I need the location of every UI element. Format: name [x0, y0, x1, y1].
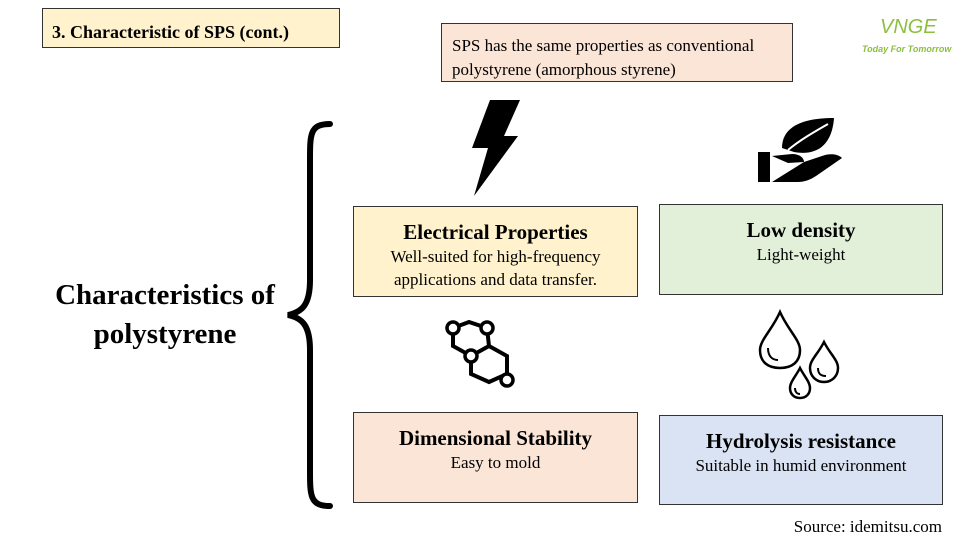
slide-title: 3. Characteristic of SPS (cont.): [52, 22, 289, 42]
vnge-logo: VNGE Today For Tomorrow: [858, 14, 952, 58]
card-description: Well-suited for high-frequency applicati…: [390, 247, 601, 289]
card-description: Light-weight: [756, 245, 846, 264]
title-box: [42, 8, 340, 48]
logo-tagline: Today For Tomorrow: [862, 44, 952, 54]
card-title: Low density: [746, 218, 856, 242]
card-dimensional-stability: Dimensional Stability Easy to mold: [353, 412, 638, 503]
lightning-icon: [472, 100, 520, 196]
main-label: Characteristics of polystyrene: [55, 279, 275, 350]
card-electrical-properties: Electrical Properties Well-suited for hi…: [353, 206, 638, 297]
card-title: Electrical Properties: [403, 220, 588, 244]
card-title: Hydrolysis resistance: [706, 429, 896, 453]
card-description: Suitable in humid environment: [695, 456, 907, 475]
card-description: Easy to mold: [450, 453, 541, 472]
card-low-density: Low density Light-weight: [659, 204, 943, 295]
curly-brace-icon: [287, 121, 333, 509]
logo-mark: VNGE: [880, 16, 937, 38]
note-box: SPS has the same properties as conventio…: [441, 23, 793, 82]
hand-leaf-icon: [758, 118, 842, 182]
card-title: Dimensional Stability: [398, 426, 593, 450]
molecule-icon: [445, 319, 515, 388]
card-hydrolysis-resistance: Hydrolysis resistance Suitable in humid …: [659, 415, 943, 505]
water-drops-icon: [758, 308, 840, 400]
source-citation: Source: idemitsu.com: [793, 517, 942, 536]
